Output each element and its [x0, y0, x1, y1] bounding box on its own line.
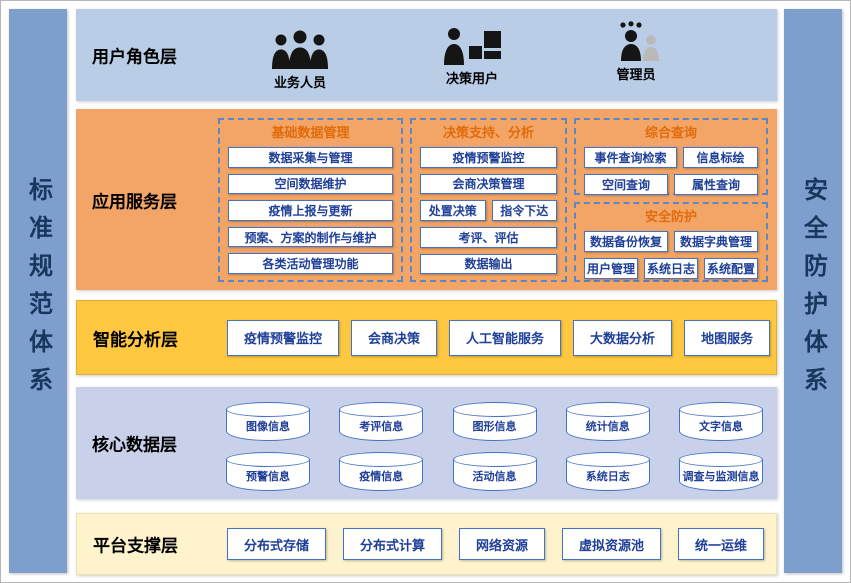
- app-item-backup-restore: 数据备份恢复: [584, 231, 668, 252]
- app-item-disposal-decision: 处置决策: [420, 200, 486, 221]
- app-item-data-output: 数据输出: [420, 253, 557, 274]
- app-item-dictionary-mgmt: 数据字典管理: [674, 231, 758, 252]
- app-item-activity-management: 各类活动管理功能: [228, 253, 393, 274]
- app-item-system-log: 系统日志: [644, 258, 698, 279]
- db-activity-info: 活动信息: [452, 452, 537, 491]
- core-data-row-1: 图像信息 考评信息 图形信息 统计信息 文字信息: [226, 401, 763, 441]
- role-label: 业务人员: [273, 75, 326, 90]
- platform-item-network-resource: 网络资源: [458, 528, 545, 560]
- core-data-grid: 图像信息 考评信息 图形信息 统计信息 文字信息 预警信息 疫情信息 活动信息 …: [226, 401, 763, 491]
- app-service-layer: 应用服务层 基础数据管理 数据采集与管理 空间数据维护 疫情上报与更新 预案、方…: [76, 109, 777, 290]
- analysis-item-consultation: 会商决策: [351, 319, 438, 356]
- security-system-bar: 安全防护体系: [784, 9, 842, 573]
- platform-layer-label: 平台支撑层: [93, 536, 178, 556]
- business-users-icon: [272, 30, 328, 69]
- admin-user-icon: [620, 21, 659, 61]
- analysis-item-map-service: 地图服务: [684, 319, 771, 356]
- app-item-user-mgmt: 用户管理: [584, 258, 638, 279]
- platform-layer: 平台支撑层 分布式存储 分布式计算 网络资源 虚拟资源池 统一运维: [76, 513, 777, 575]
- app-item-evaluation: 考评、评估: [420, 227, 557, 248]
- security-group: 安全防护 数据备份恢复 数据字典管理 用户管理 系统日志 系统配置: [574, 202, 768, 282]
- db-text-info: 文字信息: [679, 402, 763, 441]
- db-label: 调查与监测信息: [682, 470, 760, 483]
- db-label: 图形信息: [472, 420, 517, 433]
- user-role-layer-label: 用户角色层: [92, 47, 177, 67]
- user-role-layer: 用户角色层 业务人员: [76, 9, 777, 101]
- standards-system-bar: 标准规范体系: [9, 9, 67, 573]
- basic-data-group-title: 基础数据管理: [271, 125, 350, 140]
- app-item-system-config: 系统配置: [704, 258, 758, 279]
- app-item-epidemic-report: 疫情上报与更新: [228, 200, 393, 221]
- role-label: 决策用户: [445, 71, 498, 86]
- role-decision-users: 决策用户: [424, 25, 520, 87]
- decision-users-icon: [444, 28, 501, 65]
- db-label: 预警信息: [246, 470, 290, 483]
- standards-system-label: 标准规范体系: [24, 177, 52, 405]
- db-graphic-info: 图形信息: [452, 402, 537, 441]
- core-data-row-2: 预警信息 疫情信息 活动信息 系统日志 调查与监测信息: [226, 451, 763, 491]
- app-item-attribute-query: 属性查询: [674, 174, 758, 195]
- db-image-info: 图像信息: [226, 402, 310, 441]
- app-item-command-issue: 指令下达: [491, 200, 557, 221]
- analysis-layer: 智能分析层 疫情预警监控 会商决策 人工智能服务 大数据分析 地图服务: [76, 300, 777, 375]
- db-epidemic-info: 疫情信息: [339, 452, 424, 491]
- decision-pair-row: 处置决策 指令下达: [420, 200, 557, 221]
- core-data-layer: 核心数据层 图像信息 考评信息 图形信息 统计信息 文字信息 预警信息 疫情信息…: [76, 387, 777, 499]
- db-evaluation-info: 考评信息: [339, 402, 424, 441]
- db-statistic-info: 统计信息: [565, 402, 650, 441]
- app-item-spatial-query: 空间查询: [584, 174, 668, 195]
- platform-item-virtual-resource-pool: 虚拟资源池: [561, 528, 661, 560]
- db-warning-info: 预警信息: [226, 452, 310, 491]
- analysis-layer-label: 智能分析层: [93, 330, 178, 349]
- app-item-data-collection: 数据采集与管理: [228, 147, 393, 168]
- platform-item-unified-ops: 统一运维: [677, 528, 764, 560]
- db-survey-monitor-info: 调查与监测信息: [679, 452, 763, 491]
- db-label: 统计信息: [585, 420, 630, 433]
- app-service-layer-label: 应用服务层: [92, 192, 177, 211]
- platform-item-distributed-storage: 分布式存储: [227, 528, 327, 560]
- app-item-consultation-mgmt: 会商决策管理: [420, 173, 557, 194]
- db-system-log: 系统日志: [565, 452, 650, 491]
- security-row-2: 用户管理 系统日志 系统配置: [584, 258, 758, 279]
- role-business-users: 业务人员: [252, 29, 348, 91]
- basic-data-group: 基础数据管理 数据采集与管理 空间数据维护 疫情上报与更新 预案、方案的制作与维…: [218, 118, 403, 282]
- analysis-item-warning-monitor: 疫情预警监控: [227, 319, 340, 356]
- platform-items-row: 分布式存储 分布式计算 网络资源 虚拟资源池 统一运维: [227, 528, 764, 560]
- app-item-plan-maintenance: 预案、方案的制作与维护: [228, 226, 393, 248]
- analysis-items-row: 疫情预警监控 会商决策 人工智能服务 大数据分析 地图服务: [227, 319, 771, 356]
- analysis-item-ai-service: 人工智能服务: [449, 319, 562, 356]
- query-row-1: 事件查询检索 信息标绘: [584, 147, 758, 168]
- db-label: 活动信息: [472, 470, 517, 483]
- platform-item-distributed-computing: 分布式计算: [342, 528, 442, 560]
- analysis-item-bigdata: 大数据分析: [573, 319, 673, 356]
- decision-support-group: 决策支持、分析 疫情预警监控 会商决策管理 处置决策 指令下达 考评、评估 数据…: [410, 118, 567, 282]
- query-row-2: 空间查询 属性查询: [584, 174, 758, 195]
- query-group: 综合查询 事件查询检索 信息标绘 空间查询 属性查询: [574, 118, 768, 195]
- security-row-1: 数据备份恢复 数据字典管理: [584, 231, 758, 252]
- db-label: 疫情信息: [359, 470, 404, 483]
- app-item-event-query: 事件查询检索: [584, 147, 678, 168]
- app-item-spatial-maintenance: 空间数据维护: [228, 173, 393, 195]
- db-label: 系统日志: [585, 470, 630, 483]
- db-label: 考评信息: [359, 420, 404, 433]
- role-label: 管理员: [616, 67, 656, 82]
- db-label: 文字信息: [699, 420, 743, 433]
- db-label: 图像信息: [246, 420, 290, 433]
- app-item-info-plotting: 信息标绘: [683, 147, 758, 168]
- decision-support-group-title: 决策支持、分析: [442, 125, 534, 140]
- core-data-layer-label: 核心数据层: [92, 435, 177, 455]
- security-system-label: 安全防护体系: [799, 177, 827, 405]
- security-group-title: 安全防护: [644, 209, 697, 224]
- app-item-warning-monitor: 疫情预警监控: [420, 147, 557, 168]
- role-admin: 管理员: [588, 21, 684, 83]
- query-group-title: 综合查询: [644, 125, 697, 140]
